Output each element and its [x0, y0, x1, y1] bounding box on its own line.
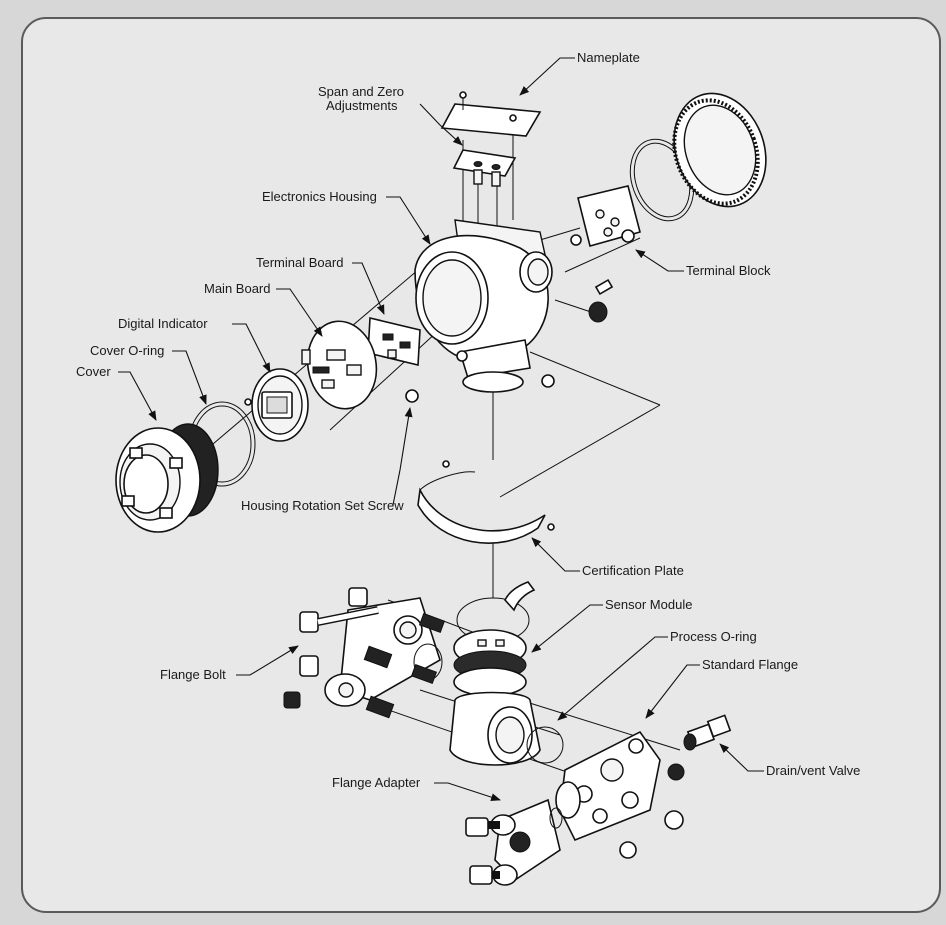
sensor-module-part [449, 581, 564, 766]
standard-flange-part [555, 730, 685, 859]
digital-indicator-part [244, 368, 309, 442]
label-housing-rotation-set-screw: Housing Rotation Set Screw [241, 498, 404, 513]
flange-adapter-part [465, 798, 563, 886]
label-cover: Cover [76, 364, 111, 379]
drain-vent-valve-part [683, 714, 732, 751]
label-flange-adapter: Flange Adapter [332, 775, 421, 790]
label-digital-indicator: Digital Indicator [118, 316, 208, 331]
label-terminal-board: Terminal Board [256, 255, 343, 270]
label-span-zero-line2: Adjustments [326, 98, 398, 113]
label-cover-oring: Cover O-ring [90, 343, 164, 358]
label-drain-vent-valve: Drain/vent Valve [766, 763, 860, 778]
housing-screws [405, 278, 614, 403]
label-flange-bolt: Flange Bolt [160, 667, 226, 682]
electronics-housing-part [414, 219, 553, 393]
leader-lines [118, 57, 764, 801]
cover-part [115, 423, 219, 533]
label-main-board: Main Board [204, 281, 270, 296]
label-certification-plate: Certification Plate [582, 563, 684, 578]
terminal-board-part [367, 316, 421, 367]
label-nameplate: Nameplate [577, 50, 640, 65]
inner-panel [21, 17, 941, 913]
label-process-oring: Process O-ring [670, 629, 757, 644]
label-electronics-housing: Electronics Housing [262, 189, 377, 204]
left-flange-part [283, 587, 446, 719]
terminal-block-part [570, 92, 767, 247]
label-sensor-module: Sensor Module [605, 597, 692, 612]
label-standard-flange: Standard Flange [702, 657, 798, 672]
label-span-zero-line1: Span and Zero [318, 84, 404, 99]
flange-bolts [283, 587, 446, 719]
span-zero-part [452, 149, 517, 187]
certification-plate-part [417, 460, 555, 544]
callout-labels: Nameplate Span and Zero Adjustments Elec… [76, 50, 860, 790]
main-board-part [301, 320, 378, 410]
label-terminal-block: Terminal Block [686, 263, 771, 278]
nameplate-part [440, 91, 542, 137]
